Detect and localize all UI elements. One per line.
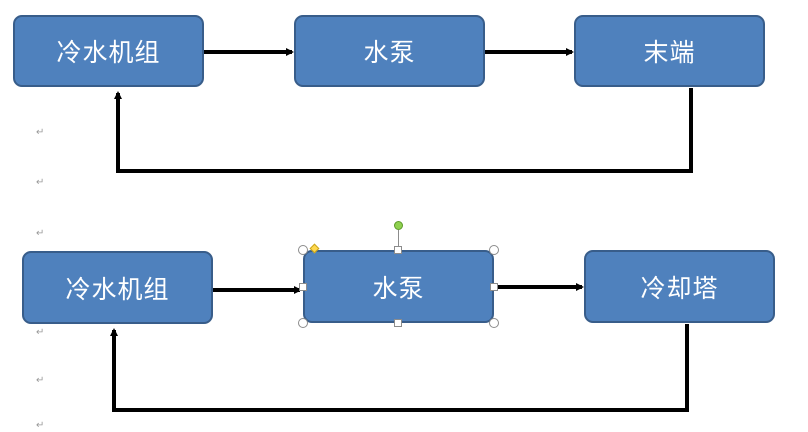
node-label: 末端 bbox=[643, 38, 696, 67]
rotation-handle[interactable] bbox=[394, 221, 403, 230]
node-chiller-top[interactable]: 冷水机组 bbox=[13, 15, 204, 87]
resize-handle-bottom-right[interactable] bbox=[489, 318, 499, 328]
paragraph-mark: ↵ bbox=[36, 327, 45, 338]
paragraph-mark: ↵ bbox=[36, 420, 45, 431]
return-line-bottom[interactable] bbox=[110, 324, 689, 412]
rotation-handle-stem bbox=[398, 230, 399, 250]
node-label: 冷水机组 bbox=[56, 38, 161, 67]
resize-handle-top-left[interactable] bbox=[298, 245, 308, 255]
resize-handle-top-right[interactable] bbox=[489, 245, 499, 255]
node-label: 水泵 bbox=[372, 273, 425, 303]
resize-handle-bottom[interactable] bbox=[394, 319, 402, 327]
paragraph-mark: ↵ bbox=[36, 177, 45, 188]
resize-handle-right[interactable] bbox=[490, 283, 498, 291]
node-pump-bottom[interactable]: 水泵 bbox=[303, 250, 494, 323]
paragraph-mark: ↵ bbox=[36, 228, 45, 239]
resize-handle-left[interactable] bbox=[299, 283, 307, 291]
node-terminal-top[interactable]: 末端 bbox=[574, 15, 765, 87]
resize-handle-bottom-left[interactable] bbox=[298, 318, 308, 328]
node-tower-bottom[interactable]: 冷却塔 bbox=[584, 250, 775, 323]
node-chiller-bottom[interactable]: 冷水机组 bbox=[22, 251, 213, 324]
resize-handle-top[interactable] bbox=[394, 246, 402, 254]
paragraph-mark: ↵ bbox=[36, 127, 45, 138]
node-label: 水泵 bbox=[363, 38, 416, 67]
return-line-top[interactable] bbox=[114, 88, 693, 173]
paragraph-mark: ↵ bbox=[36, 375, 45, 386]
node-label: 冷水机组 bbox=[65, 274, 170, 304]
node-pump-top[interactable]: 水泵 bbox=[294, 15, 485, 87]
node-label: 冷却塔 bbox=[640, 273, 719, 303]
